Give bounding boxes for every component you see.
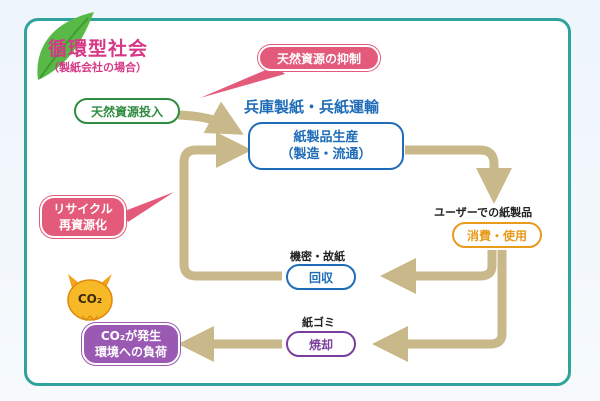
mascot-text: CO₂ — [78, 292, 102, 306]
arrow-input-to-production — [177, 101, 244, 135]
arrow-collection-to-production — [179, 132, 282, 281]
collection-label: 回収 — [308, 270, 333, 285]
co2-node: CO₂が発生 環境への負荷 — [82, 323, 180, 365]
arrow-consumption-to-collection — [380, 250, 497, 294]
leaf-icon — [37, 12, 94, 80]
arrow-production-to-user — [405, 145, 512, 204]
incineration-label: 焼却 — [308, 337, 333, 352]
consumption-label: 消費・使用 — [466, 228, 527, 243]
production-label-2: （製造・流通） — [280, 147, 372, 162]
consumption-node: 消費・使用 — [452, 222, 542, 248]
recycle-callout: リサイクル 再資源化 — [40, 196, 126, 238]
collection-node: 回収 — [286, 264, 356, 290]
company-name: 兵庫製紙・兵紙運輸 — [244, 98, 380, 116]
production-node: 紙製品生産 （製造・流通） — [248, 122, 404, 170]
co2-label-2: 環境への負荷 — [94, 345, 167, 359]
diagram-subtitle: （製紙会社の場合） — [48, 61, 147, 74]
suppression-callout: 天然資源の抑制 — [258, 45, 380, 71]
resource-input-node: 天然資源投入 — [74, 98, 180, 124]
suppression-label: 天然資源の抑制 — [276, 51, 361, 66]
paper-waste-label: 紙ゴミ — [302, 316, 335, 329]
recycle-label-1: リサイクル — [53, 202, 113, 216]
user-products-label: ユーザーでの紙製品 — [434, 206, 533, 219]
co2-mascot-icon: CO₂ — [67, 274, 113, 322]
co2-label-1: CO₂が発生 — [100, 329, 162, 343]
recycle-label-2: 再資源化 — [58, 218, 107, 232]
incineration-node: 焼却 — [286, 331, 356, 357]
resource-input-label: 天然資源投入 — [90, 104, 163, 119]
arrow-consumption-to-incineration — [372, 250, 507, 362]
confidential-paper-label: 機密・故紙 — [290, 250, 345, 263]
production-label-1: 紙製品生産 — [293, 130, 359, 145]
diagram-title: 循環型社会 — [48, 38, 149, 60]
